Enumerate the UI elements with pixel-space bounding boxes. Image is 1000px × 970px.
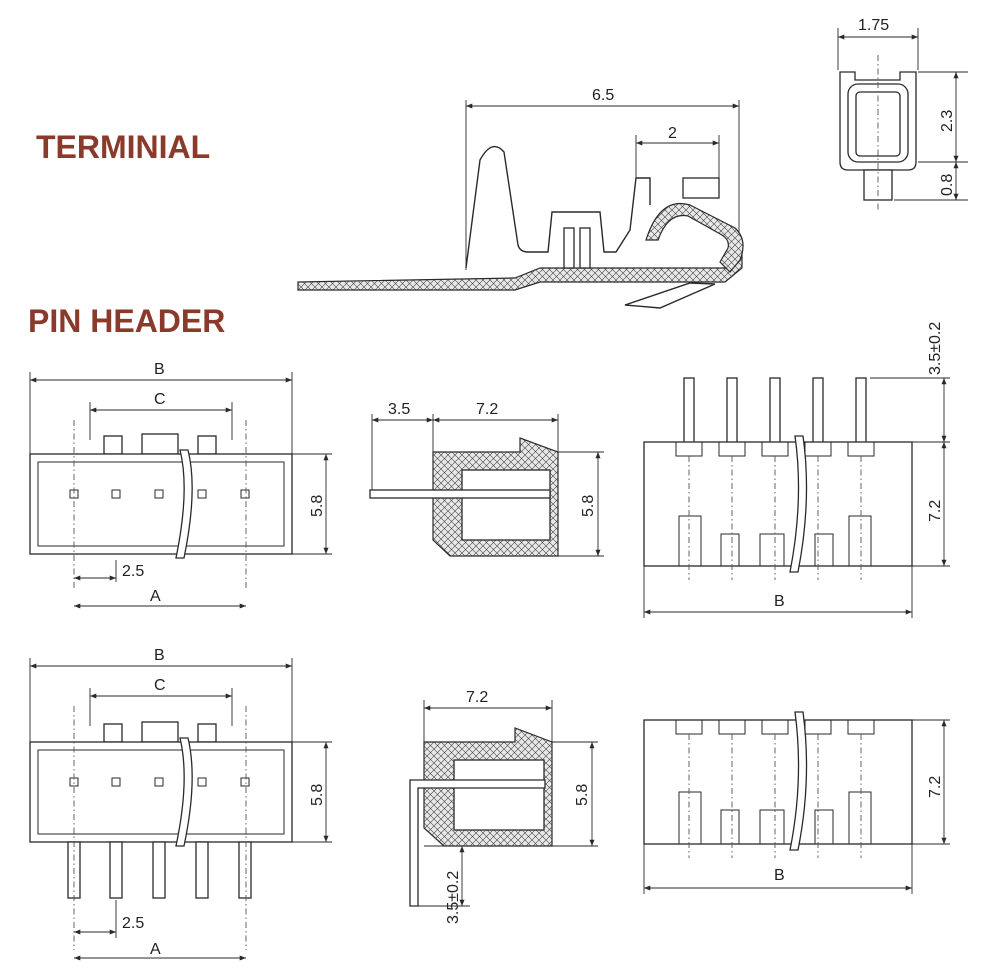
terminal-end-view: 1.75 2.3 0.8 xyxy=(837,17,968,210)
dim-side-depth-top: 7.2 xyxy=(476,401,498,418)
dim-pitch-top: 2.5 xyxy=(122,563,144,580)
dim-c-bottom: C xyxy=(154,677,166,694)
dim-terminal-crimp: 2 xyxy=(668,125,677,142)
terminal-title: TERMINIAL xyxy=(36,129,210,165)
dim-terminal-height: 2.3 xyxy=(939,110,956,132)
dim-front-height-top: 7.2 xyxy=(927,500,944,522)
dim-height-top: 5.8 xyxy=(309,495,326,517)
dim-front-b-bottom: B xyxy=(774,867,785,884)
dim-c-top: C xyxy=(154,391,166,408)
dim-terminal-width: 1.75 xyxy=(858,17,889,34)
header-bottom-rear-view: 7.2 B xyxy=(643,711,950,894)
dim-b-bottom: B xyxy=(154,647,165,664)
dim-side-height-bottom: 5.8 xyxy=(574,784,591,806)
dim-side-pin-top: 3.5 xyxy=(388,401,410,418)
pin-header-title: PIN HEADER xyxy=(28,303,225,339)
dim-height-bottom: 5.8 xyxy=(309,784,326,806)
dim-side-pin-bottom: 3.5±0.2 xyxy=(445,871,462,924)
dim-front-height-bottom: 7.2 xyxy=(927,776,944,798)
dim-a-bottom: A xyxy=(150,941,161,958)
dim-pitch-bottom: 2.5 xyxy=(122,915,144,932)
dim-front-pin-top: 3.5±0.2 xyxy=(927,322,944,375)
dim-side-height-top: 5.8 xyxy=(580,495,597,517)
dim-a-top: A xyxy=(150,588,161,605)
terminal-side-view: 6.5 2 xyxy=(297,87,744,309)
dim-terminal-length: 6.5 xyxy=(592,87,614,104)
header-bottom-side-view: 7.2 5.8 3.5±0.2 xyxy=(409,689,598,924)
dim-b-top: B xyxy=(154,361,165,378)
dim-terminal-tab: 0.8 xyxy=(939,174,956,196)
header-top-side-view: 3.5 7.2 5.8 xyxy=(369,401,604,557)
header-top-rear-view: 3.5±0.2 7.2 B xyxy=(643,322,950,618)
header-top-front-view: B C 5.8 2.5 A xyxy=(29,361,332,609)
dim-side-depth-bottom: 7.2 xyxy=(466,689,488,706)
header-bottom-front-view: B C 5.8 2.5 A xyxy=(29,647,332,961)
dim-front-b-top: B xyxy=(774,593,785,610)
